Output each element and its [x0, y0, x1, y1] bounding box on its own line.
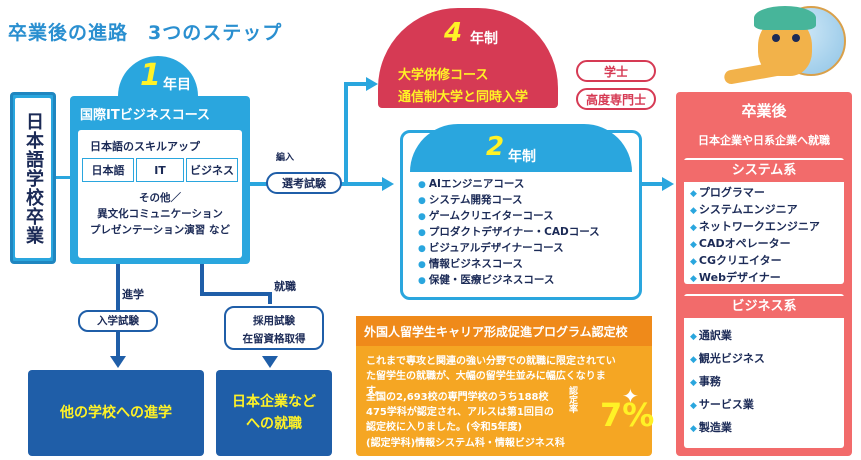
connector [200, 264, 204, 294]
other-line: プレゼンテーション演習 など [90, 224, 230, 236]
page-title: 卒業後の進路 3つのステップ [8, 22, 283, 44]
list-item: ネットワークエンジニア [690, 218, 820, 235]
mascot-eye [792, 34, 800, 42]
connector [344, 82, 368, 86]
year4-unit: 年制 [470, 31, 498, 47]
list-item: ビジュアルデザイナーコース [418, 240, 600, 256]
year4-box [378, 8, 558, 108]
list-item: 製造業 [690, 416, 765, 439]
career-program-text-3: (認定学科)情報システム科・情報ビジネス科 [366, 438, 565, 449]
list-item: CADオペレーター [690, 235, 820, 252]
arrow-right-icon [662, 177, 674, 191]
connector [200, 292, 270, 296]
system-category-head: システム系 [684, 160, 844, 182]
career-program-header [356, 316, 652, 346]
advance-result-box: 他の学校への進学 [28, 370, 204, 456]
year1-course-name: 国際ITビジネスコース [80, 108, 211, 123]
residence-status-line: 在留資格取得 [242, 333, 306, 345]
employment-label: 就職 [274, 280, 296, 293]
mascot-hair [754, 6, 816, 30]
subject-cell-japanese: 日本語 [82, 158, 134, 182]
employment-result-text: 日本企業など への就職 [232, 391, 316, 435]
accreditation-rate-value: 7% [600, 396, 655, 434]
list-item: サービス業 [690, 393, 765, 416]
list-item: 通訳業 [690, 324, 765, 347]
employment-result-line: 日本企業など [232, 394, 316, 410]
year1-other-subjects: その他／ 異文化コミュニケーション プレゼンテーション演習 など [82, 190, 238, 238]
year2-number: 2 [486, 132, 505, 162]
list-item: プログラマー [690, 184, 820, 201]
list-item: CGクリエイター [690, 252, 820, 269]
system-job-list: プログラマー システムエンジニア ネットワークエンジニア CADオペレーター C… [690, 184, 820, 286]
sparkle-icon: ✦ [622, 384, 639, 408]
year4-number: 4 [444, 18, 463, 48]
connector [56, 176, 70, 179]
other-line: 異文化コミュニケーション [97, 208, 223, 220]
list-item: システムエンジニア [690, 201, 820, 218]
connector [268, 292, 272, 304]
business-category-head: ビジネス系 [684, 296, 844, 318]
degree-advanced-diploma-pill: 高度専門士 [576, 88, 656, 110]
other-line: その他／ [139, 192, 181, 204]
transfer-label: 編入 [276, 153, 295, 163]
advance-label: 進学 [122, 288, 144, 301]
list-item: プロダクトデザイナー・CADコース [418, 224, 600, 240]
list-item: 事務 [690, 370, 765, 393]
career-program-title: 外国人留学生キャリア形成促進プログラム認定校 [364, 325, 628, 339]
arrow-down-icon [262, 356, 278, 368]
selection-exam-pill: 選考試験 [266, 172, 342, 194]
subject-cell-business: ビジネス [186, 158, 238, 182]
list-item: Webデザイナー [690, 269, 820, 286]
mascot-eye [772, 34, 780, 42]
connector [642, 182, 664, 186]
list-item: 保健・医療ビジネスコース [418, 272, 600, 288]
list-item: 情報ビジネスコース [418, 256, 600, 272]
japanese-school-graduation-box: 日本語学校卒業 [10, 92, 56, 264]
accreditation-rate-label: 認定率 [567, 386, 577, 413]
graduate-subtitle: 日本企業や日系企業へ就職 [698, 134, 830, 147]
year1-skill-title: 日本語のスキルアップ [90, 140, 200, 153]
recruitment-exam-pill: 採用試験 在留資格取得 [224, 306, 324, 350]
subject-cell-it: IT [136, 158, 184, 182]
year4-course-university: 大学併修コース [398, 68, 489, 83]
employment-result-line: への就職 [246, 416, 302, 432]
list-item: 観光ビジネス [690, 347, 765, 370]
year2-unit: 年制 [508, 149, 536, 165]
year1-number: 1 [140, 58, 161, 93]
list-item: システム開発コース [418, 192, 600, 208]
year2-course-list: AIエンジニアコース システム開発コース ゲームクリエイターコース プロダクトデ… [418, 176, 600, 288]
entrance-exam-pill: 入学試験 [78, 310, 158, 332]
graduate-title: 卒業後 [741, 102, 787, 120]
year1-unit: 年目 [163, 77, 191, 93]
employment-result-box: 日本企業など への就職 [216, 370, 332, 456]
arrow-down-icon [110, 356, 126, 368]
recruitment-exam-line: 採用試験 [253, 315, 295, 327]
degree-bachelor-pill: 学士 [576, 60, 656, 82]
business-job-list: 通訳業 観光ビジネス 事務 サービス業 製造業 [690, 324, 765, 439]
career-program-text-1: これまで専攻と関連の強い分野での就職に限定されていた留学生の就職が、大幅の留学生… [366, 356, 616, 397]
advance-result-text: 他の学校への進学 [60, 405, 172, 421]
career-program-text-2: 全国の2,693校の専門学校のうち188校475学科が認定され、アルスは第1回目… [366, 392, 554, 433]
arrow-right-icon [382, 177, 394, 191]
list-item: AIエンジニアコース [418, 176, 600, 192]
japanese-school-graduation-label: 日本語学校卒業 [23, 111, 44, 245]
year4-course-correspondence: 通信制大学と同時入学 [398, 90, 529, 105]
connector [344, 82, 348, 184]
year2-header [410, 124, 632, 172]
arrow-right-icon [366, 77, 378, 91]
list-item: ゲームクリエイターコース [418, 208, 600, 224]
year1-content-panel [78, 130, 242, 258]
